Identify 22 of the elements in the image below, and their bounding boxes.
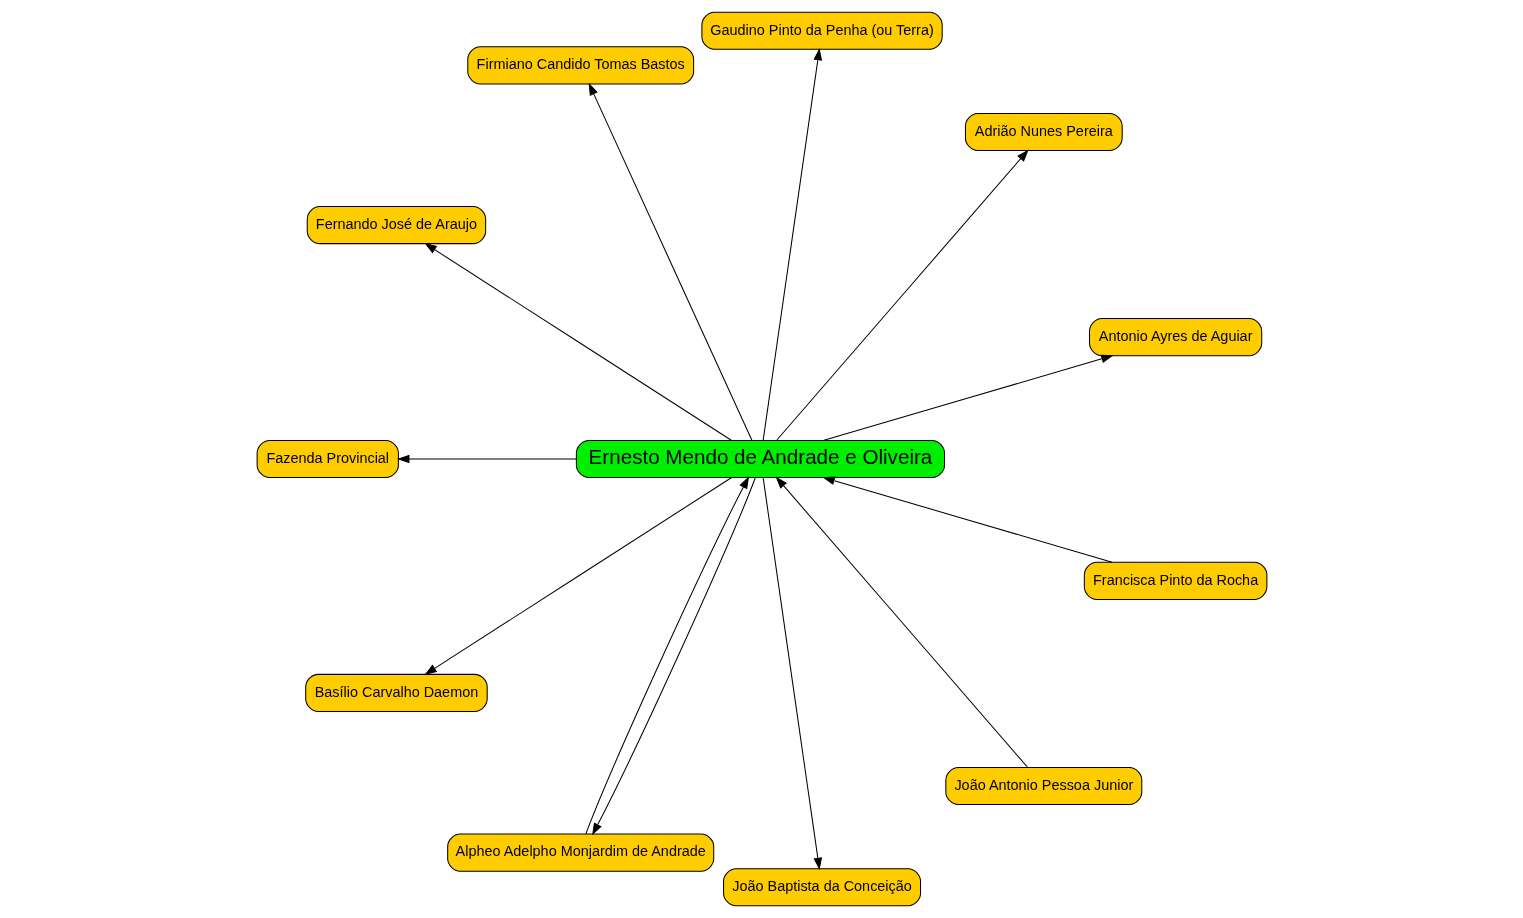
- arrow: [423, 477, 732, 675]
- arrow: [822, 354, 1114, 441]
- node-box: Antonio Ayres de Aguiar: [1088, 318, 1262, 357]
- node-box: Basílio Carvalho Daemon: [304, 673, 488, 712]
- node-box: Francisca Pinto da Rocha: [1083, 561, 1267, 600]
- node-box: Ernesto Mendo de Andrade e Oliveira: [575, 439, 945, 479]
- node-box: Fazenda Provincial: [256, 439, 399, 479]
- arrow: [821, 476, 1113, 563]
- arrow: [423, 243, 732, 441]
- node-box: Alpheo Adelpho Monjardim de Andrade: [446, 833, 714, 872]
- arrow: [762, 477, 822, 871]
- arrow: [775, 149, 1029, 441]
- arrow: [588, 82, 752, 441]
- node-box: Firmiano Candido Tomas Bastos: [466, 46, 694, 85]
- arrow: [775, 476, 1028, 768]
- node-box: João Antonio Pessoa Junior: [944, 766, 1142, 806]
- node-box: Fernando José de Araujo: [306, 206, 486, 245]
- node-box: Adrião Nunes Pereira: [964, 112, 1123, 152]
- node-box: Gaudino Pinto da Penha (ou Terra): [700, 11, 943, 50]
- node-box: João Baptista da Conceição: [722, 868, 921, 907]
- arrow: [396, 454, 577, 464]
- arrow: [762, 47, 822, 441]
